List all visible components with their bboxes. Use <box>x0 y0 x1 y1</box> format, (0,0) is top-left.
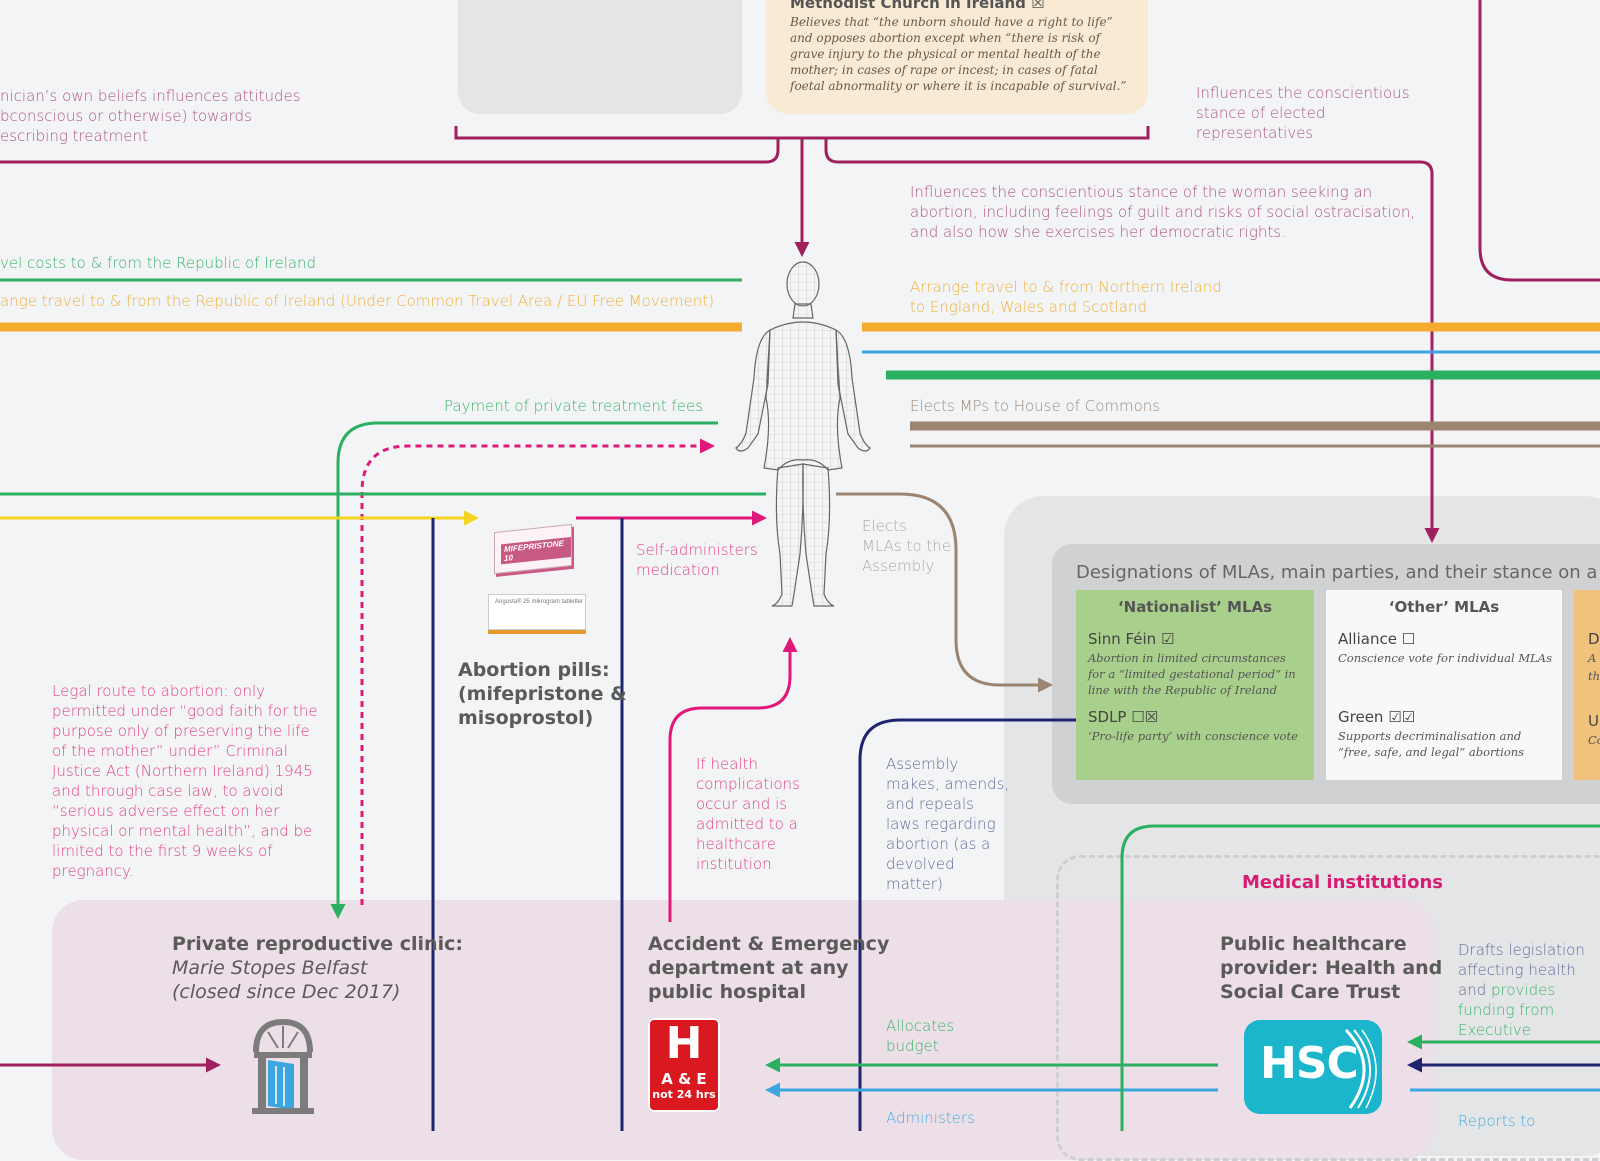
payment-line <box>330 421 718 919</box>
church-bracket <box>454 126 1150 140</box>
nationalist-heading: ‘Nationalist’ MLAs <box>1117 598 1273 616</box>
bracket-to-clinician <box>0 138 780 164</box>
label-legal-route: Legal route to abortion: only permitted … <box>52 682 318 880</box>
party-green: Green ☑☑ <box>1338 708 1416 726</box>
clinician-panel <box>458 0 742 114</box>
label-health-complications: If health complications occur and is adm… <box>696 755 800 873</box>
medical-institutions-heading: Medical institutions <box>1242 872 1443 893</box>
unionist-column: D A th U Co <box>1574 590 1600 780</box>
label-clinician-beliefs: nician’s own beliefs influences attitude… <box>0 87 301 145</box>
pills-title: Abortion pills: (mifepristone & misopros… <box>458 659 627 729</box>
clinic-name: Marie Stopes Belfast <box>172 957 368 979</box>
label-travel-costs: vel costs to & from the Republic of Irel… <box>0 254 317 272</box>
mifepristone-box-label: MIFEPRISTONE 10 <box>501 537 571 565</box>
unionist-partial-2: A <box>1588 651 1597 665</box>
hsc-logo-icon: HSC <box>1244 1020 1382 1114</box>
party-green-stance: Supports decriminalisation and “free, sa… <box>1338 729 1525 759</box>
clinic-note: (closed since Dec 2017) <box>172 981 401 1003</box>
unionist-partial-1: D <box>1588 630 1600 648</box>
label-elected-reps: Influences the conscientious stance of e… <box>1196 84 1410 142</box>
church-name: Methodist Church in Ireland ☒ <box>790 0 1045 12</box>
label-elects-mlas: Elects MLAs to the Assembly <box>862 517 951 575</box>
church-quote: Believes that “the unborn should have a … <box>790 15 1127 93</box>
hsc-title: Public healthcare provider: Health and S… <box>1220 933 1443 1003</box>
label-self-administers: Self-administers medication <box>636 541 758 579</box>
bracket-to-mla <box>824 138 1440 543</box>
party-sdlp-stance: ‘Pro-life party’ with conscience vote <box>1088 729 1298 743</box>
party-sdlp: SDLP ☐☒ <box>1088 708 1159 726</box>
label-administers: Administers <box>886 1109 975 1127</box>
unionist-partial-3: th <box>1588 669 1600 683</box>
clinic-title: Private reproductive clinic: Marie Stope… <box>172 932 463 1004</box>
party-sinn-fein: Sinn Féin ☑ <box>1088 630 1175 648</box>
ae-sign-icon: H A & E not 24 hrs <box>648 1018 720 1112</box>
ae-sign-label: A & E <box>661 1070 707 1088</box>
nationalist-column: ‘Nationalist’ MLAs Sinn Féin ☑ Abortion … <box>1076 590 1314 780</box>
hsc-swoosh <box>1344 1028 1377 1109</box>
clinic-to-woman-dotted <box>360 438 715 905</box>
unionist-partial-4: U <box>1588 712 1599 730</box>
party-sinn-fein-stance: Abortion in limited circumstances for a … <box>1088 651 1296 697</box>
label-reports-to: Reports to <box>1458 1112 1536 1130</box>
label-assembly: Assembly makes, amends, and repeals laws… <box>886 755 1010 893</box>
ae-sign-letter: H <box>665 1018 703 1069</box>
label-arrange-roi: ange travel to & from the Republic of Ir… <box>0 292 715 310</box>
label-allocates-budget: Allocates budget <box>886 1017 955 1055</box>
unionist-partial-5: Co <box>1588 733 1600 747</box>
label-woman-stance: Influences the conscientious stance of t… <box>910 183 1416 241</box>
misoprostol-box: Angusta® 25 mikrogram tabletter <box>488 594 586 630</box>
other-column: ‘Other’ MLAs Alliance ☐ Conscience vote … <box>1326 590 1562 780</box>
ae-to-woman <box>668 637 798 922</box>
flow-lines <box>0 0 1600 1131</box>
provides-funding-text: provides funding from Executive <box>1458 981 1556 1039</box>
party-alliance-stance: Conscience vote for individual MLAs <box>1338 651 1552 665</box>
woman-figure <box>735 261 871 607</box>
clinic-title-text: Private reproductive clinic: <box>172 933 463 955</box>
door-icon <box>252 1018 314 1114</box>
label-payment: Payment of private treatment fees <box>444 397 704 415</box>
drafts-text: Drafts legislation affecting health and <box>1458 941 1585 999</box>
label-arrange-ni: Arrange travel to & from Northern Irelan… <box>910 278 1222 316</box>
elects-mlas-line <box>836 492 1053 693</box>
hsc-logo-text: HSC <box>1260 1038 1359 1089</box>
top-right-magenta <box>1478 0 1600 282</box>
party-alliance: Alliance ☐ <box>1338 630 1416 648</box>
label-elects-mps: Elects MPs to House of Commons <box>910 397 1161 415</box>
ae-sign-hours: not 24 hrs <box>652 1088 716 1101</box>
church-panel <box>766 0 1148 114</box>
other-heading: ‘Other’ MLAs <box>1388 598 1500 616</box>
ae-title: Accident & Emergency department at any p… <box>648 933 890 1003</box>
mla-panel-title: Designations of MLAs, main parties, and … <box>1076 562 1598 583</box>
misoprostol-box-label: Angusta® 25 mikrogram tabletter <box>495 599 584 605</box>
mifepristone-box: MIFEPRISTONE 10 <box>494 523 572 575</box>
label-drafts-legislation: Drafts legislation affecting health and … <box>1458 940 1585 1040</box>
